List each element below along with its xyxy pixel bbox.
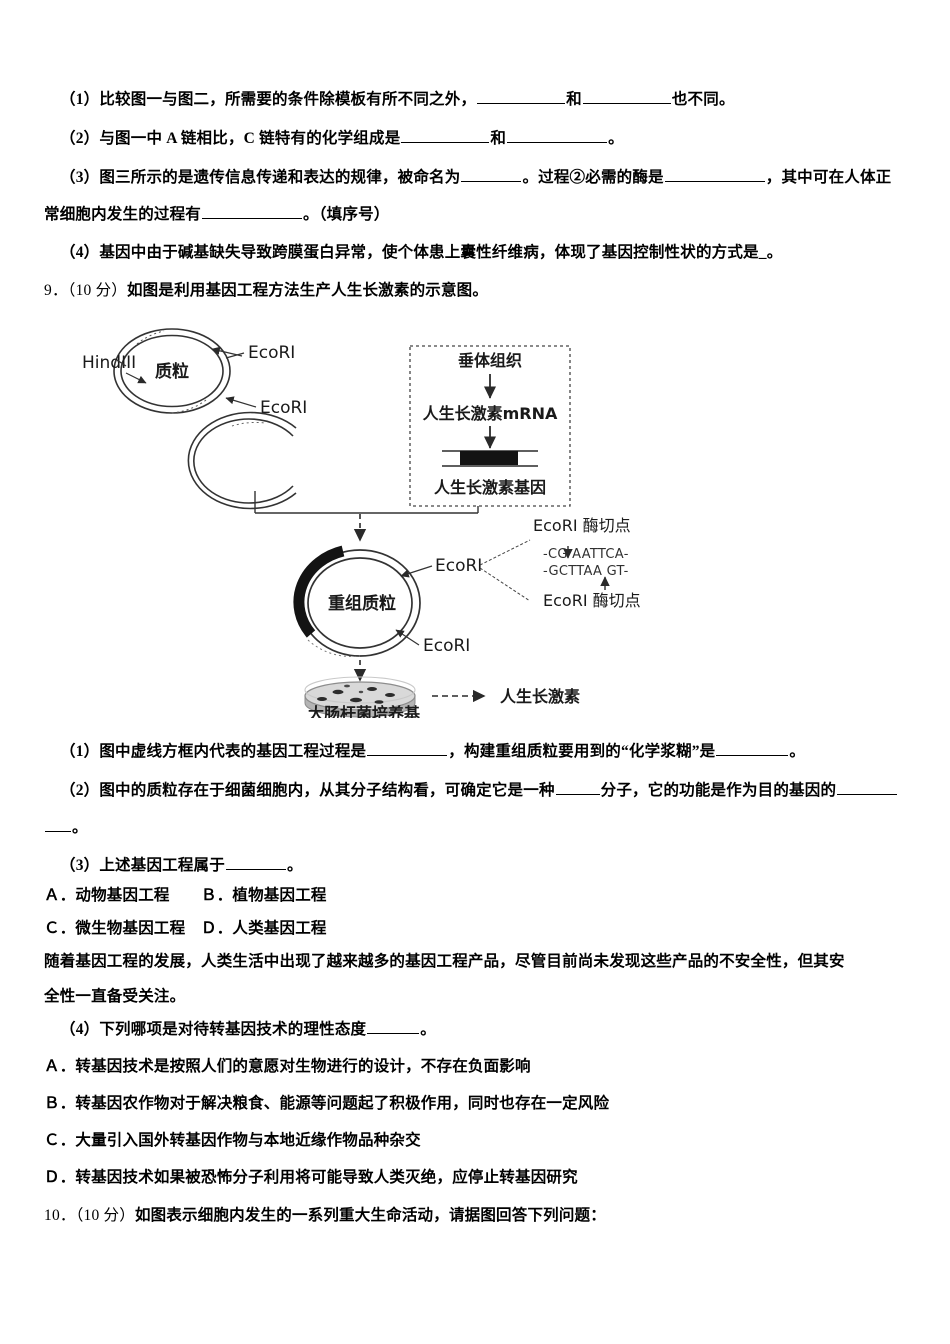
ecori-label-recomb-bottom: EcoRI: [423, 636, 470, 656]
answer-blank[interactable]: [664, 166, 765, 182]
answer-blank[interactable]: [367, 740, 448, 756]
q8-part-3-line2-prefix: 常细胞内发生的过程有: [44, 206, 202, 223]
q8-part-1-prefix: （1）比较图一与图二，所需要的条件除模板有所不同之外，: [60, 91, 477, 108]
question-10-stem: 如图表示细胞内发生的一系列重大生命活动，请据图回答下列问题：: [134, 1207, 606, 1224]
q8-part-3-line2: 常细胞内发生的过程有 。（填序号）: [44, 203, 389, 227]
petri-dish-graphic: [304, 676, 416, 718]
question-10-number: 10．: [44, 1207, 76, 1224]
q9-narrative-line-1-text: 随着基因工程的发展，人类生活中出现了越来越多的基因工程产品，尽管目前尚未发现这些…: [44, 953, 845, 970]
recombinant-plasmid-label: 重组质粒: [328, 593, 396, 614]
q9-sub-4-option-d[interactable]: Ｄ．转基因技术如果被恐怖分子利用将可能导致人类灭绝，应停止转基因研究: [44, 1166, 578, 1190]
plasmid-label: 质粒: [155, 361, 189, 382]
answer-blank[interactable]: [401, 127, 490, 143]
q9-sub-2-prefix: （2）图中的质粒存在于细菌细胞内，从其分子结构看，可确定它是一种: [60, 782, 555, 799]
q9-sub-3-suffix: 。: [286, 857, 303, 874]
target-gene-box: 垂体组织 人生长激素mRNA 人生长激素基因: [409, 345, 571, 507]
q9-sub-3-options-line-1[interactable]: Ａ．动物基因工程 Ｂ．植物基因工程: [44, 884, 327, 908]
q9-sub-3-options-line-2[interactable]: Ｃ．微生物基因工程 Ｄ．人类基因工程: [44, 917, 327, 941]
question-9-stem: 如图是利用基因工程方法生产人生长激素的示意图。: [126, 282, 489, 299]
answer-blank[interactable]: [555, 779, 600, 795]
q8-part-3-line1: （3）图三所示的是遗传信息传递和表达的规律，被命名为 。过程②必需的酶是 ，其中可在…: [60, 166, 891, 190]
q9-sub-3-options-line-1-text: Ａ．动物基因工程 Ｂ．植物基因工程: [44, 887, 327, 904]
q8-part-4: （4）基因中由于碱基缺失导致跨膜蛋白异常，使个体患上囊性纤维病，体现了基因控制性…: [60, 241, 782, 265]
cut-site-label-top: EcoRI 酶切点: [533, 516, 631, 535]
q8-part-1-suffix: 也不同。: [671, 91, 735, 108]
answer-blank[interactable]: [225, 854, 286, 870]
q9-sub-1-prefix: （1）图中虚线方框内代表的基因工程过程是: [60, 743, 367, 760]
q8-part-1-mid: 和: [566, 91, 582, 108]
q8-part-3-mid: 。过程②必需的酶是: [522, 169, 664, 186]
answer-blank[interactable]: [837, 779, 898, 795]
q9-sub-2-line2-suffix: 。: [72, 819, 88, 836]
q9-sub-4-option-c[interactable]: Ｃ．大量引入国外转基因作物与本地近缘作物品种杂交: [44, 1129, 421, 1153]
ecori-label-recomb-right: EcoRI: [435, 556, 482, 576]
q8-part-3-line2-suffix: 。（填序号）: [303, 206, 390, 223]
ecori-label-top: EcoRI: [248, 343, 295, 363]
sequence-top-strand: -CG AATTCA-: [543, 547, 629, 562]
q9-sub-4: （4）下列哪项是对待转基因技术的理性态度 。: [60, 1018, 436, 1042]
q8-part-4-text: （4）基因中由于碱基缺失导致跨膜蛋白异常，使个体患上囊性纤维病，体现了基因控制性…: [60, 244, 783, 261]
answer-blank[interactable]: [716, 740, 789, 756]
hgh-mrna-label: 人生长激素mRNA: [423, 404, 558, 423]
cut-site-label-bottom: EcoRI 酶切点: [543, 591, 641, 610]
ecori-cut-site-callout: EcoRI 酶切点 -CG AATTCA- -GCTTAA GT- EcoRI …: [479, 516, 641, 610]
answer-blank[interactable]: [477, 88, 566, 104]
q8-part-3-suffix: ，其中可在人体正: [765, 169, 892, 186]
pituitary-tissue-label: 垂体组织: [458, 351, 522, 370]
petri-dish-label: 大肠杆菌培养基: [308, 704, 421, 718]
gene-engineering-diagram: 质粒 HindIII EcoRI EcoRI 垂体组织: [60, 318, 680, 718]
q9-narrative-line-2-text: 全性一直备受关注。: [44, 988, 186, 1005]
hgh-product-label: 人生长激素: [500, 687, 580, 706]
q9-sub-1-suffix: 。: [789, 743, 806, 760]
q9-sub-3-options-line-2-text: Ｃ．微生物基因工程 Ｄ．人类基因工程: [44, 920, 327, 937]
answer-blank[interactable]: [202, 203, 303, 219]
cut-plasmid-graphic: [187, 411, 297, 510]
answer-blank[interactable]: [367, 1018, 420, 1034]
q8-part-2: （2）与图一中 A 链相比，C 链特有的化学组成是 和 。: [60, 127, 624, 151]
recombinant-plasmid-graphic: [293, 545, 421, 657]
answer-blank[interactable]: [461, 166, 522, 182]
q9-sub-4-option-b-text: Ｂ．转基因农作物对于解决粮食、能源等问题起了积极作用，同时也存在一定风险: [44, 1095, 610, 1112]
q8-part-3-prefix: （3）图三所示的是遗传信息传递和表达的规律，被命名为: [60, 169, 461, 186]
q9-sub-2-line1: （2）图中的质粒存在于细菌细胞内，从其分子结构看，可确定它是一种 分子，它的功能是…: [60, 779, 898, 803]
answer-blank[interactable]: [582, 88, 671, 104]
q8-part-2-suffix: 。: [608, 130, 624, 147]
question-9-score: （10 分）: [67, 282, 127, 299]
question-10-score: （10 分）: [75, 1207, 135, 1224]
q9-sub-2-mid: 分子，它的功能是作为目的基因的: [600, 782, 837, 799]
answer-blank[interactable]: [507, 127, 608, 143]
q9-sub-4-option-a-text: Ａ．转基因技术是按照人们的意愿对生物进行的设计，不存在负面影响: [44, 1058, 531, 1075]
q9-sub-3-prefix: （3）上述基因工程属于: [60, 857, 225, 874]
question-10-heading: 10．（10 分）如图表示细胞内发生的一系列重大生命活动，请据图回答下列问题：: [44, 1204, 606, 1228]
q9-narrative-line-2: 全性一直备受关注。: [44, 985, 185, 1009]
q9-sub-1: （1）图中虚线方框内代表的基因工程过程是 ，构建重组质粒要用到的“化学浆糊”是 。: [60, 740, 805, 764]
q9-sub-4-suffix: 。: [420, 1021, 436, 1038]
sequence-bottom-strand: -GCTTAA GT-: [543, 564, 629, 579]
q9-sub-4-option-d-text: Ｄ．转基因技术如果被恐怖分子利用将可能导致人类灭绝，应停止转基因研究: [44, 1169, 578, 1186]
q8-part-1: （1）比较图一与图二，所需要的条件除模板有所不同之外， 和 也不同。: [60, 88, 735, 112]
q9-sub-3: （3）上述基因工程属于 。: [60, 854, 303, 878]
question-9-number: 9．: [44, 282, 68, 299]
ligation-bracket: [254, 491, 479, 542]
q8-part-2-prefix: （2）与图一中 A 链相比，C 链特有的化学组成是: [60, 130, 401, 147]
question-9-heading: 9．（10 分）如图是利用基因工程方法生产人生长激素的示意图。: [44, 279, 488, 303]
hindiii-label: HindIII: [82, 353, 136, 373]
q9-sub-4-option-c-text: Ｃ．大量引入国外转基因作物与本地近缘作物品种杂交: [44, 1132, 421, 1149]
q9-sub-4-option-b[interactable]: Ｂ．转基因农作物对于解决粮食、能源等问题起了积极作用，同时也存在一定风险: [44, 1092, 609, 1116]
plasmid-graphic: [113, 328, 231, 414]
ecori-label-right: EcoRI: [260, 398, 307, 418]
q9-sub-4-option-a[interactable]: Ａ．转基因技术是按照人们的意愿对生物进行的设计，不存在负面影响: [44, 1055, 531, 1079]
answer-blank[interactable]: [45, 816, 71, 832]
q9-sub-4-prefix: （4）下列哪项是对待转基因技术的理性态度: [60, 1021, 367, 1038]
q9-sub-1-mid: ，构建重组质粒要用到的“化学浆糊”是: [448, 743, 716, 760]
q8-part-2-mid: 和: [490, 130, 507, 147]
q9-narrative-line-1: 随着基因工程的发展，人类生活中出现了越来越多的基因工程产品，尽管目前尚未发现这些…: [44, 950, 845, 974]
q9-sub-2-line2: 。: [44, 816, 88, 840]
hgh-gene-label: 人生长激素基因: [434, 478, 546, 497]
